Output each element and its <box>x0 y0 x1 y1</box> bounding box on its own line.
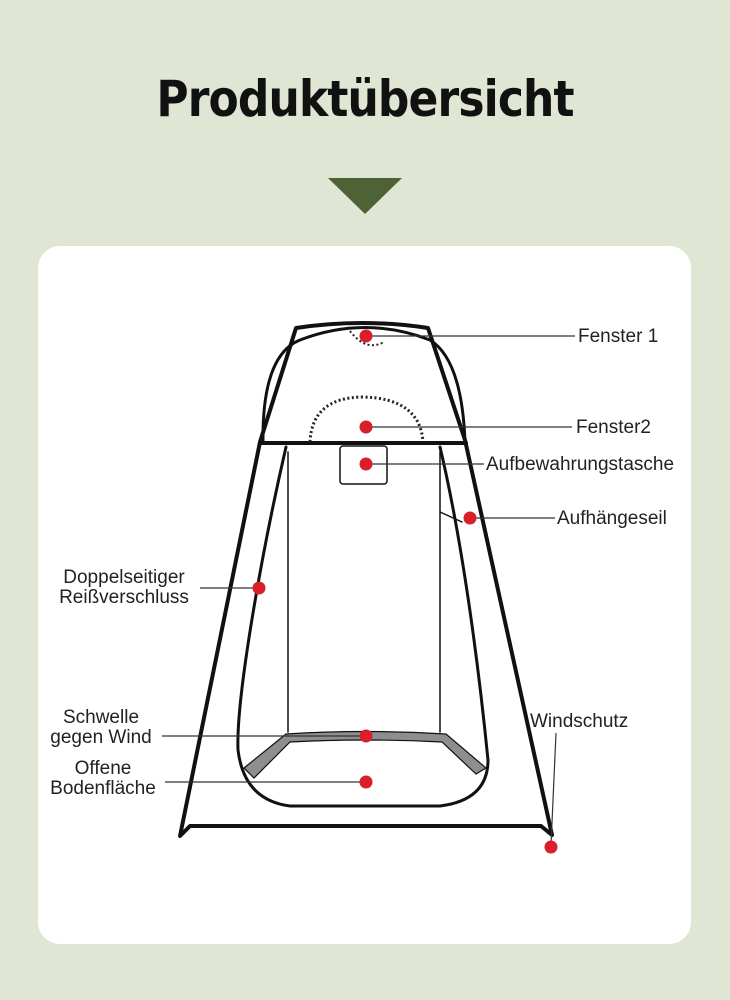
tent-outer-frame <box>178 321 554 838</box>
label-aufhaengeseil: Aufhängeseil <box>557 508 667 529</box>
marker-fenster1 <box>359 329 373 343</box>
marker-boden <box>359 775 373 789</box>
marker-fenster2 <box>359 420 373 434</box>
down-arrow-icon <box>328 178 402 214</box>
tent-door-outline <box>236 445 490 808</box>
label-aufbewahrungstasche: Aufbewahrungstasche <box>486 454 675 475</box>
label-boden: Offene Bodenfläche <box>40 759 166 799</box>
label-schwelle-line2: gegen Wind <box>50 727 152 748</box>
marker-reissverschluss <box>252 581 266 595</box>
marker-aufbewahrungstasche <box>359 457 373 471</box>
label-windschutz: Windschutz <box>530 711 629 732</box>
window-1-outline <box>349 330 385 347</box>
label-schwelle-line1: Schwelle <box>62 707 140 728</box>
storage-pocket <box>339 445 388 485</box>
wind-threshold <box>243 730 488 779</box>
label-reissverschluss-line1: Doppelseitiger <box>63 567 185 588</box>
marker-windschutz <box>544 840 558 854</box>
leader-windschutz <box>550 732 557 846</box>
label-reissverschluss: Doppelseitiger Reißverschluss <box>46 568 202 608</box>
marker-aufhaengeseil <box>463 511 477 525</box>
label-boden-line1: Offene <box>74 758 132 779</box>
marker-schwelle <box>359 729 373 743</box>
label-schwelle: Schwelle gegen Wind <box>40 708 162 748</box>
label-fenster1: Fenster 1 <box>578 326 659 347</box>
tent-roof-dome <box>261 326 467 444</box>
label-boden-line2: Bodenfläche <box>50 778 156 799</box>
page-title: Produktübersicht <box>156 70 574 128</box>
hanging-rope <box>439 511 463 523</box>
window-2-outline <box>308 395 425 443</box>
label-reissverschluss-line2: Reißverschluss <box>59 587 189 608</box>
label-fenster2: Fenster2 <box>576 417 651 438</box>
